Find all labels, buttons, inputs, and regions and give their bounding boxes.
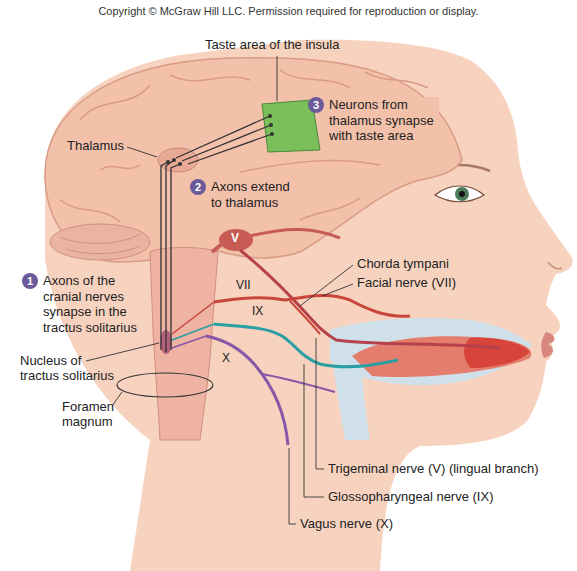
brain-gyri (60, 70, 428, 222)
tract-axon (166, 160, 174, 352)
leader-lines (86, 56, 353, 524)
leader-line (300, 265, 353, 306)
synapse (172, 158, 176, 162)
gyrus (365, 72, 428, 88)
synapse-dots (166, 114, 274, 166)
thalamic-axon (188, 134, 272, 164)
nerve-numeral: IX (252, 305, 263, 319)
cerebellum-folia (60, 234, 140, 254)
part-label: Foramen magnum (62, 400, 124, 430)
synapse (269, 123, 273, 127)
cerebellum (50, 224, 150, 260)
tongue-tip (464, 338, 530, 368)
leader-line (86, 343, 159, 361)
foramen-magnum (117, 373, 213, 397)
part-label: Vagus nerve (X) (300, 517, 393, 532)
leader-line (316, 338, 324, 469)
facial-nerve (214, 295, 410, 316)
gustatory-tract (161, 116, 272, 352)
part-label: Thalamus (66, 139, 125, 154)
gyrus (100, 165, 140, 170)
gyrus (280, 70, 350, 88)
part-label: Glossopharyngeal nerve (IX) (328, 490, 493, 505)
gyrus (170, 75, 250, 81)
tract-axon (161, 162, 168, 350)
nerve-numeral: X (222, 352, 230, 366)
callout-number: 2 (190, 179, 206, 195)
callout-step: 3 Neurons from thalamus synapse with tast… (308, 97, 439, 144)
thalamus (158, 148, 198, 172)
callout-step: 2 Axons extend to thalamus (190, 179, 297, 211)
chorda-tympani (290, 301, 320, 334)
lateral-sulcus (240, 161, 380, 172)
copyright-notice: Copyright © McGraw Hill LLC. Permission … (0, 5, 577, 18)
gyrus (80, 85, 150, 120)
vagus-nerve (206, 336, 288, 445)
part-label: Chorda tympani (357, 257, 449, 272)
part-label: Taste area of the insula (205, 38, 339, 53)
callout-text: Neurons from thalamus synapse with taste… (329, 97, 439, 144)
trigeminal-root (212, 244, 222, 252)
gyrus (60, 200, 120, 222)
callout-text: Axons extend to thalamus (211, 179, 297, 210)
nerve-numeral: V (231, 232, 239, 246)
gyrus (300, 198, 360, 220)
nostril (548, 262, 562, 269)
callout-number: 3 (308, 97, 324, 113)
tract-axon (171, 164, 180, 350)
facial-afferent (172, 302, 214, 334)
part-label: Trigeminal nerve (V) (lingual branch) (328, 462, 539, 477)
eye-pupil (459, 191, 465, 197)
vagus-afferent (172, 336, 206, 348)
leader-line (127, 147, 157, 157)
brain (45, 58, 462, 262)
glossopharyngeal-nerve (214, 324, 398, 367)
part-label: Facial nerve (VII) (357, 276, 456, 291)
leader-line (322, 284, 353, 296)
vagus-branch (262, 374, 335, 392)
eye-white (435, 186, 484, 202)
lips (541, 332, 554, 358)
callout-number: 1 (22, 273, 38, 289)
leader-line (289, 448, 296, 524)
trigeminal-branch (250, 229, 340, 238)
nerve-numeral: VII (236, 279, 251, 293)
brainstem (150, 248, 218, 441)
thalamic-axon (182, 125, 271, 161)
callout-step: 1 Axons of the cranial nerves synapse in … (22, 273, 147, 336)
leader-line (277, 56, 278, 101)
part-label: Nucleus of tractus solitarius (20, 354, 120, 384)
leader-line (304, 364, 324, 497)
callout-text: Axons of the cranial nerves synapse in t… (43, 273, 147, 335)
synapse (166, 160, 170, 164)
eye-iris (455, 187, 469, 201)
synapse (178, 162, 182, 166)
synapse (268, 114, 272, 118)
synapse (270, 132, 274, 136)
trigeminal-ganglion (219, 229, 253, 251)
